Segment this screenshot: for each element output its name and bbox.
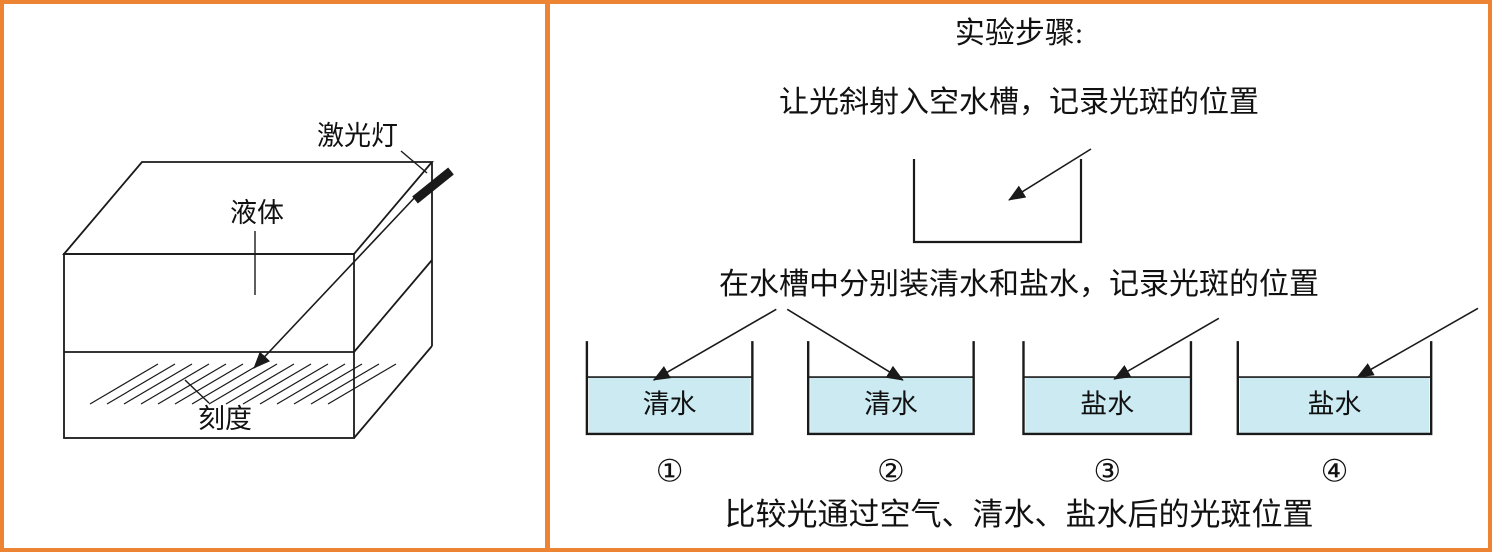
- light-ray-arrow-3: [1112, 317, 1219, 380]
- steps-panel: 实验步骤: 让光斜射入空水槽，记录光斑的位置 在水槽中分别装清水和盐水，记录光斑…: [550, 4, 1488, 548]
- tank-number: ④: [1320, 454, 1348, 489]
- four-tanks-diagram: 清水 ① 清水 ② 盐水 ③: [585, 307, 1478, 489]
- laser-label: 激光灯: [317, 121, 398, 151]
- tank-number: ②: [877, 454, 905, 489]
- tank-1: 清水 ①: [585, 341, 754, 489]
- tank-4: 盐水 ④: [1236, 341, 1432, 489]
- scale-hatching: [89, 363, 397, 405]
- tank-number: ③: [1093, 454, 1121, 489]
- laser-beam-arrow: [253, 193, 419, 369]
- tank-3: 盐水 ③: [1021, 341, 1192, 489]
- tank-box-wireframe: [62, 161, 434, 439]
- empty-tank-diagram: [912, 148, 1092, 244]
- water-label: 盐水: [1307, 389, 1361, 419]
- light-ray-arrow: [1008, 148, 1092, 201]
- water-label: 清水: [642, 389, 696, 419]
- scale-label: 刻度: [198, 404, 252, 434]
- conclusion-text: 比较光通过空气、清水、盐水后的光斑位置: [724, 497, 1314, 532]
- apparatus-panel: 激光灯 液体 刻度: [4, 4, 550, 548]
- water-label: 盐水: [1080, 389, 1134, 419]
- steps-title: 实验步骤:: [954, 17, 1084, 50]
- light-ray-arrow-4: [1356, 307, 1478, 378]
- tank-number: ①: [655, 454, 683, 489]
- step2-text: 在水槽中分别装清水和盐水，记录光斑的位置: [719, 268, 1319, 301]
- step1-text: 让光斜射入空水槽，记录光斑的位置: [779, 86, 1259, 119]
- laser-pointer: [412, 167, 454, 204]
- label-connectors: [184, 150, 428, 404]
- liquid-label: 液体: [230, 198, 284, 228]
- tank-2: 清水 ②: [806, 341, 975, 489]
- light-ray-arrow-2: [786, 308, 904, 381]
- light-ray-arrow-1: [652, 308, 777, 381]
- water-label: 清水: [864, 389, 918, 419]
- tank-3d-diagram: 激光灯 液体 刻度: [62, 121, 454, 439]
- light-ray-arrows: [652, 307, 1478, 381]
- empty-tank: [912, 159, 1083, 244]
